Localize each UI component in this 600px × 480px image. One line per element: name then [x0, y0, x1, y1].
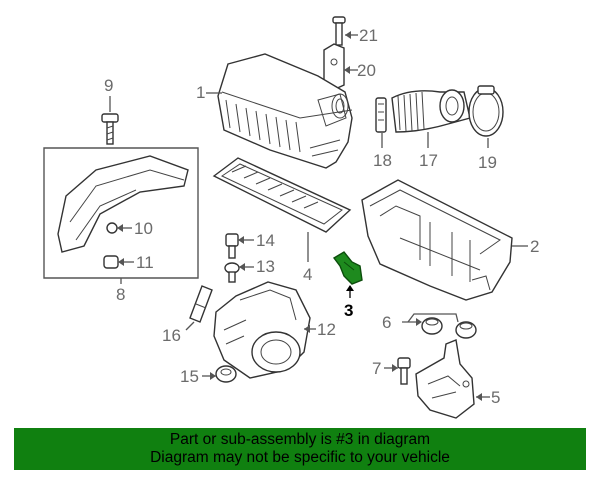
callout-15: 15 — [180, 367, 199, 386]
part-18-clip: 18 — [373, 97, 392, 170]
part-12-housing: 12 — [213, 281, 336, 379]
callout-12: 12 — [317, 320, 336, 339]
callout-10: 10 — [134, 219, 153, 238]
callout-5: 5 — [491, 388, 500, 407]
part-7-bolt: 7 — [372, 357, 411, 385]
part-19-hose-clamp: 19 — [468, 85, 504, 172]
callout-17: 17 — [419, 151, 438, 170]
banner-line-2: Diagram may not be specific to your vehi… — [150, 449, 450, 466]
callout-16: 16 — [162, 326, 181, 345]
part-16-seal: 16 — [162, 285, 213, 345]
callout-2: 2 — [530, 237, 539, 256]
callout-4: 4 — [303, 265, 312, 284]
part-6-grommets: 6 — [382, 313, 477, 339]
callout-8: 8 — [116, 285, 125, 304]
callout-21: 21 — [359, 26, 378, 45]
part-13-screw: 13 — [224, 257, 275, 283]
callout-13: 13 — [256, 257, 275, 276]
part-14-bolt: 14 — [225, 231, 275, 259]
callout-14: 14 — [256, 231, 275, 250]
part-20-bracket: 20 — [323, 43, 376, 91]
callout-7: 7 — [372, 359, 381, 378]
part-21-screw: 21 — [332, 16, 378, 46]
part-1-air-cleaner-cover: 1 — [196, 53, 353, 169]
part-4-filter-element: 4 — [212, 157, 352, 284]
callout-18: 18 — [373, 151, 392, 170]
callout-3: 3 — [344, 301, 353, 320]
callout-1: 1 — [196, 83, 205, 102]
parts-diagram: 21 20 1 18 17 — [43, 16, 539, 419]
part-17-intake-duct: 17 — [391, 89, 471, 170]
part-9-bolt: 9 — [101, 76, 119, 145]
part-2-lower-housing: 2 — [361, 179, 539, 301]
info-banner: Part or sub-assembly is #3 in diagram Di… — [14, 428, 586, 470]
part-15-grommet: 15 — [180, 365, 237, 386]
part-3-bracket-highlighted: 3 — [332, 251, 363, 320]
callout-9: 9 — [104, 76, 113, 95]
callout-20: 20 — [357, 61, 376, 80]
callout-6: 6 — [382, 313, 391, 332]
callout-11: 11 — [136, 253, 154, 272]
callout-19: 19 — [478, 153, 497, 172]
part-5-mount-bracket: 5 — [415, 339, 500, 419]
banner-line-1: Part or sub-assembly is #3 in diagram — [169, 431, 431, 448]
part-8-assembly: 10 11 8 — [43, 147, 199, 304]
